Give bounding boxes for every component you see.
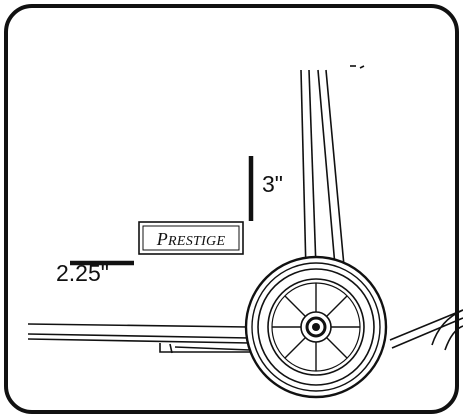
cart-base (27, 323, 251, 354)
frame-border (4, 4, 459, 414)
brand-logo-text: PRESTIGE (156, 229, 226, 249)
logo-plate-inner-border (142, 225, 240, 251)
cart-rear-frame (389, 309, 463, 351)
cart-wheel (244, 255, 388, 399)
logo-plate (138, 221, 244, 255)
height-dimension-label: 3" (262, 171, 283, 197)
cart-handle (300, 65, 365, 273)
width-dimension-label: 2.25" (56, 260, 109, 286)
